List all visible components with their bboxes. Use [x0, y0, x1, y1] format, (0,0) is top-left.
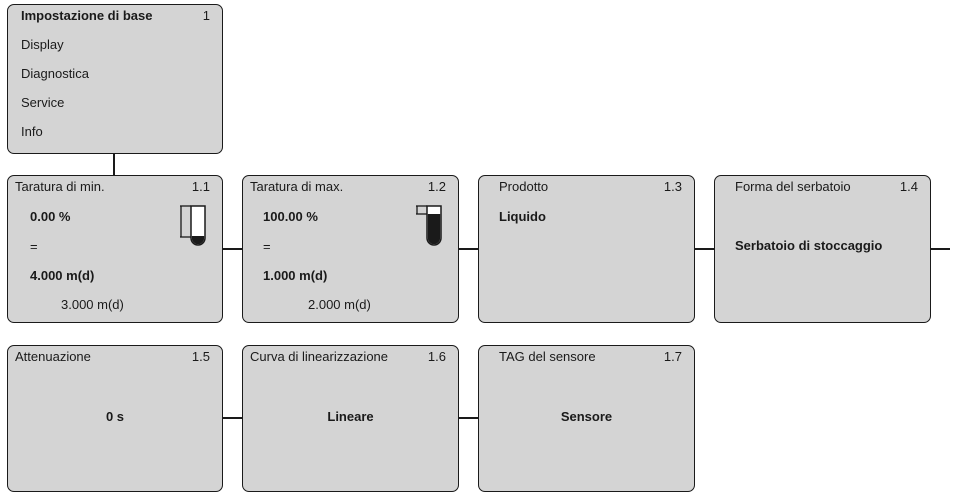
menu-number: 1 [202, 8, 210, 23]
box-taratura-min[interactable]: Taratura di min. 1.1 0.00 % = 4.000 m(d)… [7, 175, 223, 323]
menu-item-diagnostica[interactable]: Diagnostica [21, 66, 89, 81]
equals-sign: = [263, 239, 271, 254]
box-title: Taratura di max. [250, 179, 344, 194]
connector-1-6-to-1-7 [458, 417, 478, 419]
box-number: 1.7 [663, 349, 682, 364]
menu-item-impostazione-di-base[interactable]: Impostazione di base [21, 8, 153, 23]
box-taratura-max[interactable]: Taratura di max. 1.2 100.00 % = 1.000 m(… [242, 175, 459, 323]
percent-value[interactable]: 0.00 % [30, 209, 71, 224]
box-tag-sensore[interactable]: TAG del sensore 1.7 Sensore [478, 345, 695, 492]
tank-full-icon [416, 205, 442, 246]
box-title: Taratura di min. [15, 179, 105, 194]
connector-1-1-to-1-2 [222, 248, 242, 250]
box-number: 1.6 [427, 349, 446, 364]
damping-value[interactable]: 0 s [105, 409, 125, 424]
box-forma-serbatoio[interactable]: Forma del serbatoio 1.4 Serbatoio di sto… [714, 175, 931, 323]
menu-item-service[interactable]: Service [21, 95, 65, 110]
box-title: Attenuazione [15, 349, 91, 364]
box-prodotto[interactable]: Prodotto 1.3 Liquido [478, 175, 695, 323]
tank-shape-value[interactable]: Serbatoio di stoccaggio [735, 238, 883, 253]
equals-sign: = [30, 239, 38, 254]
percent-value[interactable]: 100.00 % [263, 209, 318, 224]
box-title: TAG del sensore [499, 349, 596, 364]
measured-distance: 3.000 m(d) [61, 297, 124, 312]
distance-value[interactable]: 4.000 m(d) [30, 268, 95, 283]
connector-1-5-to-1-6 [222, 417, 242, 419]
linearization-value[interactable]: Lineare [327, 409, 374, 424]
product-value[interactable]: Liquido [499, 209, 546, 224]
connector-menu-to-row1 [113, 153, 115, 175]
box-number: 1.3 [663, 179, 682, 194]
box-attenuazione[interactable]: Attenuazione 1.5 0 s [7, 345, 223, 492]
connector-1-4-out [930, 248, 950, 250]
connector-1-2-to-1-3 [458, 248, 478, 250]
distance-value[interactable]: 1.000 m(d) [263, 268, 328, 283]
box-number: 1.1 [191, 179, 210, 194]
box-number: 1.2 [427, 179, 446, 194]
menu-item-info[interactable]: Info [21, 124, 43, 139]
tank-empty-icon [180, 205, 206, 246]
connector-1-3-to-1-4 [694, 248, 714, 250]
main-menu-box[interactable]: Impostazione di base 1 Display Diagnosti… [7, 4, 223, 154]
menu-item-display[interactable]: Display [21, 37, 64, 52]
box-title: Forma del serbatoio [735, 179, 851, 194]
box-number: 1.5 [191, 349, 210, 364]
box-number: 1.4 [899, 179, 918, 194]
box-title: Prodotto [499, 179, 549, 194]
sensor-tag-value[interactable]: Sensore [560, 409, 613, 424]
measured-distance: 2.000 m(d) [308, 297, 371, 312]
box-curva-linearizzazione[interactable]: Curva di linearizzazione 1.6 Lineare [242, 345, 459, 492]
box-title: Curva di linearizzazione [250, 349, 389, 364]
